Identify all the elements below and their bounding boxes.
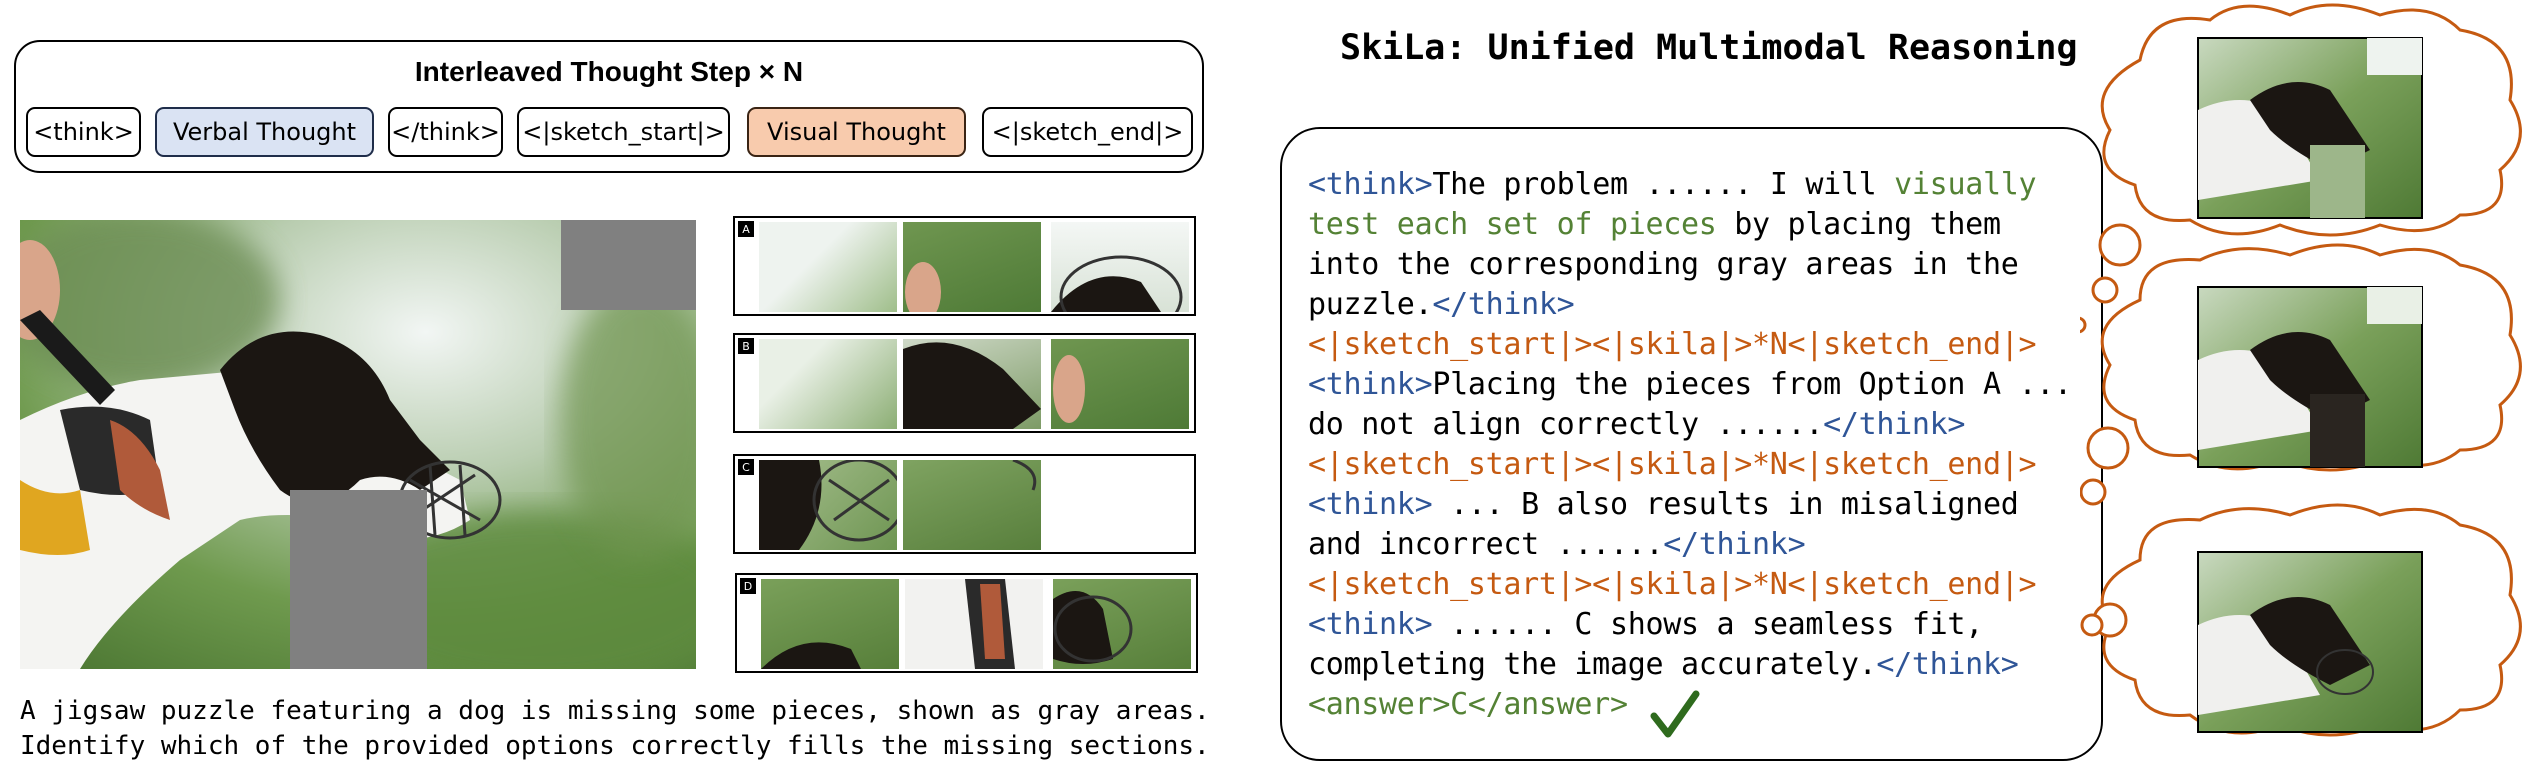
question-line-1: A jigsaw puzzle featuring a dog is missi… [20, 696, 1210, 726]
think-close-tag: </think> [1663, 527, 1806, 562]
sketch-end-token: <|sketch_end|> [982, 107, 1193, 157]
option-b-piece-1 [759, 339, 897, 429]
option-a-piece-1 [759, 222, 897, 312]
option-c-label: C [738, 459, 754, 475]
main-title: SkiLa: Unified Multimodal Reasoning [1340, 28, 2078, 68]
think-close-token: </think> [388, 107, 503, 157]
reasoning-text-span: by placing them [1716, 207, 2001, 242]
option-d-label: D [740, 578, 756, 594]
question-line-2: Identify which of the provided options c… [20, 731, 1210, 761]
option-c-panel[interactable]: C [733, 454, 1196, 554]
sketch-tokens: <|sketch_start|><|skila|>*N<|sketch_end|… [1308, 447, 2037, 482]
cloud-image-3 [2197, 551, 2423, 733]
reasoning-text-span: puzzle. [1308, 287, 1433, 322]
thought-clouds [2080, 3, 2522, 737]
question-text: A jigsaw puzzle featuring a dog is missi… [20, 694, 1270, 764]
option-a-panel[interactable]: A [733, 216, 1196, 316]
option-a-piece-3 [1051, 222, 1189, 312]
cloud-image-2 [2197, 286, 2423, 468]
option-c-piece-2 [903, 460, 1041, 550]
sketch-start-token: <|sketch_start|> [517, 107, 730, 157]
option-b-piece-2 [903, 339, 1041, 429]
option-b-label: B [738, 338, 754, 354]
think-close-tag: </think> [1823, 407, 1966, 442]
option-d-piece-2 [905, 579, 1043, 669]
reasoning-text-span: do not align correctly ...... [1308, 407, 1824, 442]
think-tag: <think> [1308, 367, 1433, 402]
reasoning-panel: <think>The problem ...... I will visuall… [1280, 127, 2103, 761]
check-icon [1650, 690, 1700, 738]
reasoning-text-span: ...... C shows a seamless fit, [1432, 607, 1983, 642]
verbal-thought-token: Verbal Thought [155, 107, 374, 157]
visual-thought-token: Visual Thought [747, 107, 966, 157]
reasoning-text-span: ... B also results in misaligned [1432, 487, 2019, 522]
think-tag: <think> [1308, 487, 1433, 522]
reasoning-text-span: completing the image accurately. [1308, 647, 1877, 682]
reasoning-text-span: The problem ...... I will [1432, 167, 1895, 202]
visual-highlight: visually [1894, 167, 2037, 202]
answer-tag: <answer>C</answer> [1308, 687, 1628, 722]
puzzle-image [20, 220, 696, 669]
reasoning-text-span: into the corresponding gray areas in the [1308, 247, 2019, 282]
visual-highlight: test each set of pieces [1308, 207, 1717, 242]
reasoning-text-span: Placing the pieces from Option A ... [1432, 367, 2072, 402]
step-panel-title: Interleaved Thought Step × N [414, 56, 804, 87]
sketch-tokens: <|sketch_start|><|skila|>*N<|sketch_end|… [1308, 327, 2037, 362]
sketch-tokens: <|sketch_start|><|skila|>*N<|sketch_end|… [1308, 567, 2037, 602]
option-b-piece-3 [1051, 339, 1189, 429]
think-close-tag: </think> [1432, 287, 1575, 322]
option-b-panel[interactable]: B [733, 333, 1196, 433]
option-d-piece-1 [761, 579, 899, 669]
option-c-piece-1 [759, 460, 897, 550]
think-close-tag: </think> [1876, 647, 2019, 682]
cloud-image-1 [2197, 37, 2423, 219]
reasoning-text-span: and incorrect ...... [1308, 527, 1664, 562]
think-tag: <think> [1308, 167, 1433, 202]
option-a-label: A [738, 221, 754, 237]
dog-photo [20, 220, 696, 669]
option-d-piece-3 [1053, 579, 1191, 669]
option-a-piece-2 [903, 222, 1041, 312]
think-tag: <think> [1308, 607, 1433, 642]
interleaved-step-panel: Interleaved Thought Step × N <think> Ver… [14, 40, 1204, 173]
thought-bubbles [2080, 223, 2142, 638]
reasoning-text: <think>The problem ...... I will visuall… [1308, 165, 2098, 725]
think-open-token: <think> [26, 107, 141, 157]
option-d-panel[interactable]: D [735, 573, 1198, 673]
